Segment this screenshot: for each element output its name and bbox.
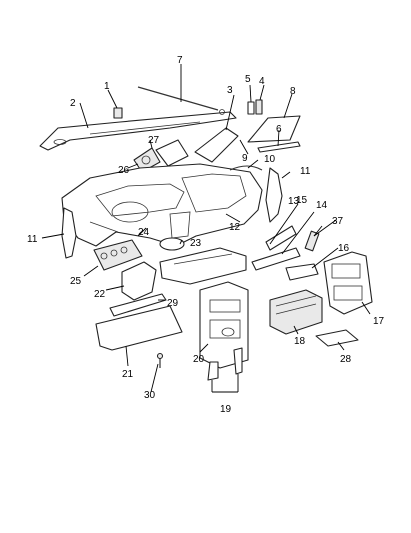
part-console [199,281,249,369]
part-strip [257,141,301,153]
callout-8: 8 [290,86,296,97]
callout-30: 30 [144,390,156,401]
callout-15: 15 [296,195,308,206]
part-wire [137,86,225,115]
callout-3: 3 [227,85,233,96]
callout-4: 4 [259,76,265,87]
callout-29: 29 [167,298,179,309]
part-console-bracket-left [207,361,219,381]
callout-12: 12 [229,222,241,233]
callout-26: 26 [118,165,130,176]
part-knee-panel [95,305,183,351]
callout-11-right: 11 [300,166,311,177]
part-trim-13 [265,225,297,251]
leader-lines [41,64,371,393]
part-center-stack [323,251,373,315]
callout-labels: 1 2 3 4 5 6 7 8 9 10 11 11 12 13 14 15 1… [27,55,385,415]
callout-24: 24 [138,227,150,238]
callout-23: 23 [190,238,202,249]
callout-13: 13 [288,196,300,207]
callout-5: 5 [245,74,251,85]
callout-25: 25 [70,276,82,287]
part-bracket-4 [255,99,263,115]
callout-9: 9 [242,153,248,164]
part-bezel [194,127,239,163]
callout-11-left: 11 [27,234,38,245]
callout-22: 22 [94,289,106,300]
part-trim-8 [247,115,301,143]
callout-21: 21 [122,369,134,380]
part-module-16 [285,263,319,281]
callout-19: 19 [220,404,232,415]
callout-37: 37 [332,216,344,227]
callout-16: 16 [338,243,350,254]
callout-18: 18 [294,336,306,347]
part-center-bracket [159,247,247,285]
part-instrument-panel [61,163,263,247]
part-column-cover [121,261,157,301]
part-switch-bezel [93,239,143,271]
part-radio-unit [269,289,323,335]
part-screw [156,352,164,368]
callout-2: 2 [70,98,76,109]
callout-20: 20 [193,354,205,365]
callout-27: 27 [148,135,160,146]
part-trim-14 [251,247,301,271]
callout-10: 10 [264,154,276,165]
callout-6: 6 [276,124,282,135]
part-lower-trim [109,293,167,317]
part-console-bracket-right [233,347,243,375]
part-end-cap-left [61,207,77,259]
part-end-cap-right [265,167,283,223]
part-upper-dash-pad [39,111,237,151]
callout-17: 17 [373,316,385,327]
part-clip [113,107,123,119]
part-vent [304,230,320,252]
part-pad [315,329,359,347]
callout-7: 7 [177,55,183,66]
part-bracket-5 [247,101,255,115]
callout-14: 14 [316,200,328,211]
callout-1: 1 [104,81,110,92]
part-cluster-bezel [133,139,189,173]
callout-28: 28 [340,354,352,365]
part-knee-blocker [159,237,185,251]
part-trim-arch [229,165,263,171]
